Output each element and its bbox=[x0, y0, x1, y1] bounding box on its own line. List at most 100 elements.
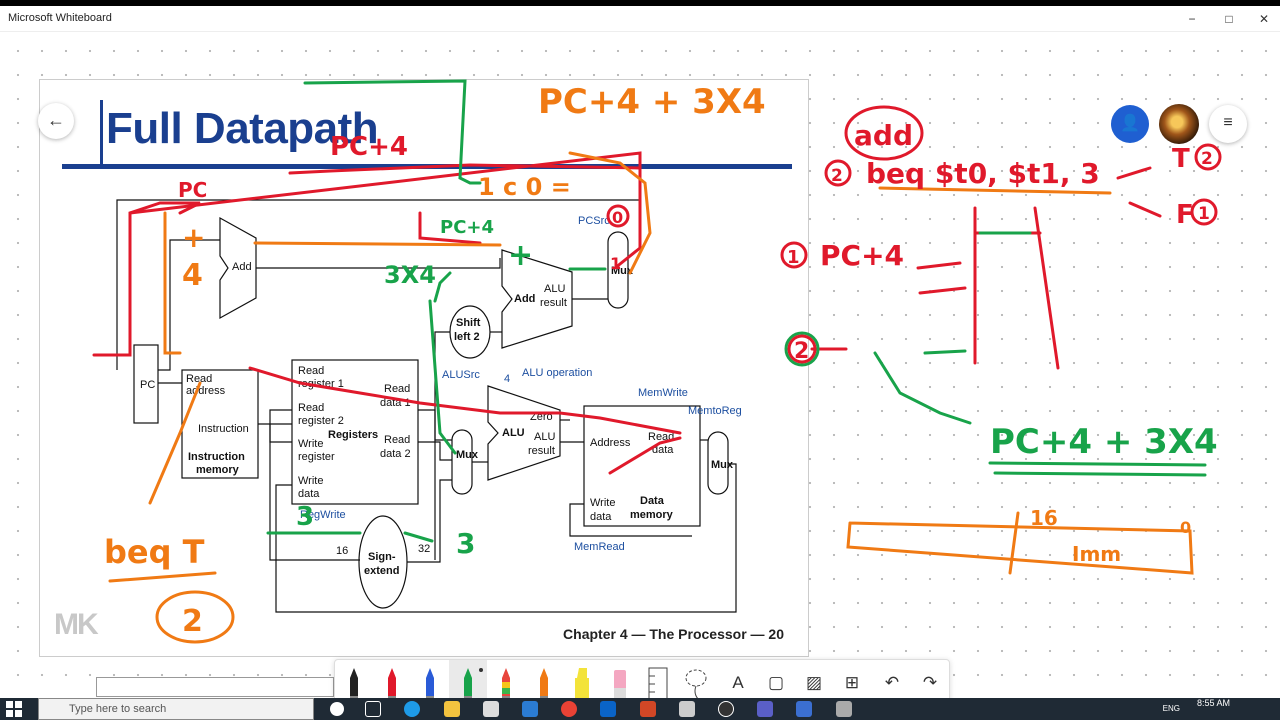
datapath-diagram: Add PCSrc Add ALU result Shift left 2 AL… bbox=[116, 199, 742, 613]
outlook-icon[interactable] bbox=[600, 701, 616, 717]
taskbar-search-input[interactable]: Type here to search bbox=[38, 698, 314, 720]
cortana-icon[interactable] bbox=[330, 702, 344, 716]
teams-icon[interactable] bbox=[757, 701, 773, 717]
data-memory-label-2: memory bbox=[630, 509, 674, 521]
redo-icon[interactable]: ↷ bbox=[922, 673, 938, 692]
instruction-output-label: Instruction bbox=[198, 423, 249, 435]
ink-circled-two: 2 bbox=[182, 604, 203, 639]
note-tool-icon[interactable]: ▢ bbox=[767, 673, 785, 692]
ink-pc-label: PC bbox=[178, 178, 207, 202]
sign-extend-label: Sign- bbox=[368, 551, 396, 563]
slide-footer: Chapter 4 — The Processor — 20 bbox=[563, 626, 784, 642]
ink-taken-label: T bbox=[1172, 144, 1190, 174]
file-explorer-icon[interactable] bbox=[444, 701, 460, 717]
pc-label: PC bbox=[140, 379, 155, 391]
red-ink-strokes bbox=[92, 151, 1162, 475]
maximize-button[interactable]: □ bbox=[1225, 12, 1233, 26]
ink-layer: PC+4 + 3X4 PC+4 PC + 4 1 c 0 = PC+4 + 3X… bbox=[92, 79, 1222, 644]
data-memory-read-label-2: data bbox=[652, 444, 674, 456]
slide-title: Full Datapath bbox=[106, 104, 379, 153]
ink-one-c-zero: 1 c 0 = bbox=[478, 173, 571, 201]
memtoreg-mux-label: Mux bbox=[711, 459, 734, 471]
ink-pc4-mid: PC+4 bbox=[440, 217, 494, 238]
edge-icon[interactable] bbox=[404, 701, 420, 717]
whiteboard-canvas[interactable]: Full Datapath MK Chapter 4 — The Process… bbox=[0, 33, 1280, 693]
powerpoint-icon[interactable] bbox=[640, 701, 656, 717]
language-indicator[interactable]: ENG bbox=[1162, 704, 1180, 713]
write-data-label: Write bbox=[298, 475, 323, 487]
app-icon[interactable] bbox=[836, 701, 852, 717]
ink-pc4-plus-3x4-right: PC+4 + 3X4 bbox=[990, 422, 1218, 462]
ink-c1-fall: 1 bbox=[1198, 204, 1210, 224]
branch-add-label: Add bbox=[514, 293, 535, 305]
data-memory-address-label: Address bbox=[590, 437, 631, 449]
eraser-tool[interactable] bbox=[601, 660, 639, 706]
ink-imm: Imm bbox=[1072, 542, 1121, 566]
highlighter-tool[interactable] bbox=[563, 660, 601, 706]
write-register-label-2: register bbox=[298, 451, 335, 463]
taskbar-clock[interactable]: 8:55 AM bbox=[1196, 698, 1230, 708]
read-data-1-label: Read bbox=[384, 383, 410, 395]
word-icon[interactable] bbox=[522, 701, 538, 717]
memread-label: MemRead bbox=[574, 541, 625, 553]
write-register-label: Write bbox=[298, 438, 323, 450]
image-tool-icon[interactable]: ▨ bbox=[805, 673, 823, 692]
read-register-2-label-2: register 2 bbox=[298, 415, 344, 427]
data-memory-label: Data bbox=[640, 495, 665, 507]
alusrc-label: ALUSrc bbox=[442, 369, 480, 381]
title-accent-bar bbox=[100, 100, 103, 168]
write-data-label-2: data bbox=[298, 488, 320, 500]
read-register-1-label: Read bbox=[298, 365, 324, 377]
menu-button[interactable]: ≡ bbox=[1209, 105, 1247, 143]
calculator-icon[interactable] bbox=[679, 701, 695, 717]
undo-icon[interactable]: ↶ bbox=[884, 673, 900, 692]
ink-three-right: 3 bbox=[456, 527, 475, 560]
branch-alu-label: ALU bbox=[544, 283, 565, 295]
ink-c2-small: 2 bbox=[831, 166, 843, 186]
data-memory-write-label-2: data bbox=[590, 511, 612, 523]
read-data-2-label: Read bbox=[384, 434, 410, 446]
clock-app-icon[interactable] bbox=[718, 701, 734, 717]
minimize-button[interactable]: − bbox=[1188, 12, 1196, 26]
ink-c2-taken: 2 bbox=[1201, 149, 1213, 169]
ink-pc4-right: PC+4 bbox=[820, 239, 904, 272]
ink-toolbar: A ▢ ▨ ⊞ ↶ ↷ bbox=[334, 659, 950, 706]
windows-start-icon[interactable] bbox=[6, 701, 22, 717]
insert-tool-icon[interactable]: ⊞ bbox=[844, 673, 860, 692]
sign-extend-output-width: 32 bbox=[418, 543, 430, 555]
windows-taskbar: Type here to search ENG 8:55 AM bbox=[0, 698, 1280, 720]
ink-pc4-plus-3x4-top: PC+4 + 3X4 bbox=[538, 82, 766, 122]
registers-label: Registers bbox=[328, 429, 378, 441]
whiteboard-app-icon[interactable] bbox=[796, 701, 812, 717]
ink-four: 4 bbox=[182, 258, 203, 293]
ink-three-left: 3 bbox=[296, 502, 314, 532]
taskbar-preview-box bbox=[96, 677, 334, 697]
alu-result-label: ALU bbox=[534, 431, 555, 443]
invite-user-button[interactable]: 👤 bbox=[1111, 105, 1149, 143]
alusrc-mux-label: Mux bbox=[456, 449, 479, 461]
alu-result-label-2: result bbox=[528, 445, 555, 457]
back-button[interactable]: ← bbox=[38, 103, 74, 139]
sign-extend-label-2: extend bbox=[364, 565, 399, 577]
datapath-slide[interactable]: Full Datapath MK Chapter 4 — The Process… bbox=[39, 79, 809, 657]
ink-fall-label: F bbox=[1176, 200, 1194, 230]
chrome-icon[interactable] bbox=[561, 701, 577, 717]
store-icon[interactable] bbox=[483, 701, 499, 717]
ink-add-word: add bbox=[854, 119, 913, 152]
read-register-2-label: Read bbox=[298, 402, 324, 414]
ink-circles bbox=[155, 105, 1222, 644]
memtoreg-label: MemtoReg bbox=[688, 405, 742, 417]
avatar[interactable] bbox=[1159, 104, 1199, 144]
instruction-memory-label: Instruction bbox=[188, 451, 245, 463]
ink-plus: + bbox=[182, 221, 205, 254]
mk-logo: MK bbox=[54, 608, 99, 641]
regwrite-label: RegWrite bbox=[300, 509, 346, 521]
text-tool-icon[interactable]: A bbox=[732, 673, 744, 692]
search-placeholder: Type here to search bbox=[69, 703, 167, 715]
ink-pc4-slide: PC+4 bbox=[330, 132, 408, 162]
pcsrc-label: PCSrc bbox=[578, 215, 610, 227]
task-view-icon[interactable] bbox=[365, 701, 381, 717]
ink-plus-add: + bbox=[508, 238, 533, 273]
ink-zero-small: 0 bbox=[1180, 518, 1191, 537]
close-button[interactable]: ✕ bbox=[1258, 12, 1270, 26]
